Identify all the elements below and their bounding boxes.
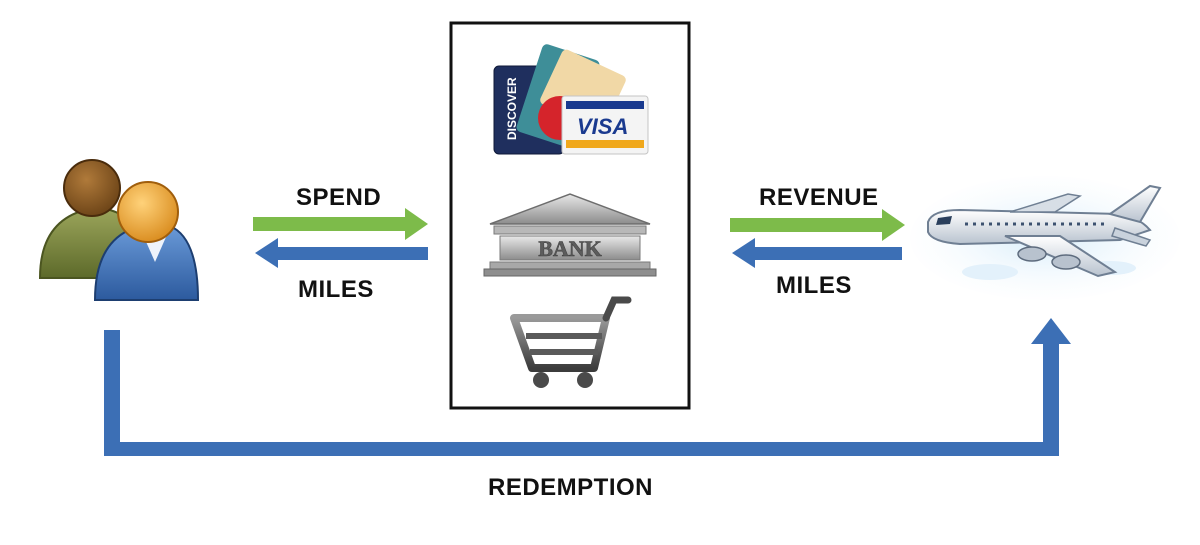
spend-arrow	[253, 208, 428, 240]
bank-icon: BANK	[483, 193, 657, 277]
shopping-cart-icon	[510, 296, 632, 388]
spend-label: SPEND	[296, 184, 382, 211]
redemption-label: REDEMPTION	[488, 474, 654, 501]
revenue-label: REVENUE	[759, 184, 879, 211]
redemption-arrow	[104, 318, 1071, 456]
discover-card-label: DISCOVER	[505, 77, 519, 140]
users-icon	[38, 159, 200, 301]
airplane-icon	[910, 176, 1180, 300]
visa-card-label: VISA	[577, 114, 628, 139]
credit-cards-icon: DISCOVER VISA	[493, 44, 649, 155]
miles-right-label: MILES	[776, 272, 852, 299]
miles-right-arrow	[732, 238, 902, 268]
bank-sign: BANK	[538, 236, 602, 261]
miles-left-label: MILES	[298, 276, 374, 303]
revenue-arrow	[730, 209, 905, 241]
miles-left-arrow	[255, 238, 428, 268]
